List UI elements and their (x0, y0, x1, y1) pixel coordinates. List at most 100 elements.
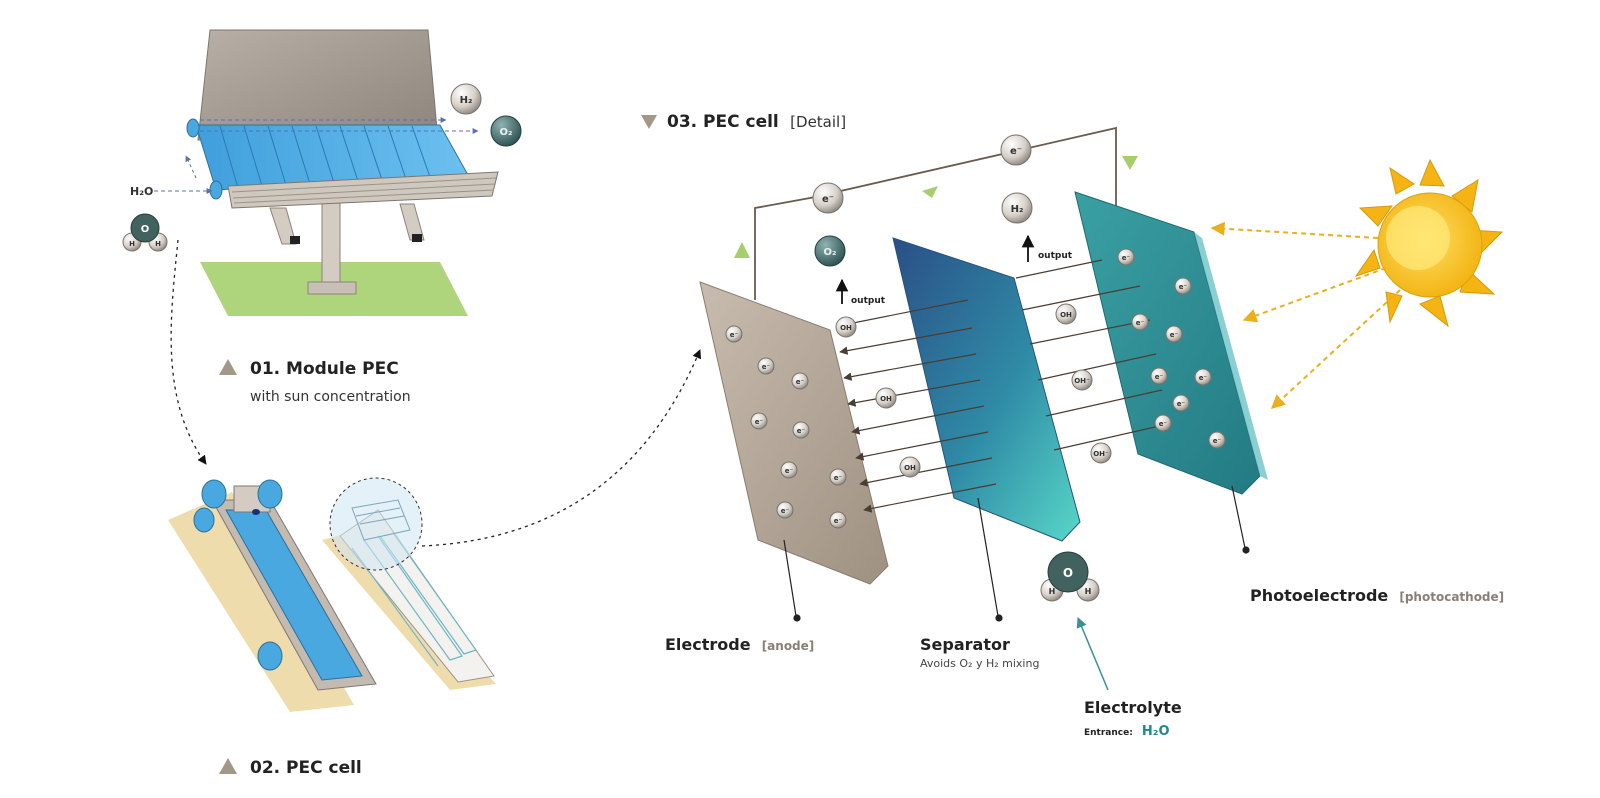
separator-label: Separator (920, 635, 1010, 654)
electrode-bracket: [anode] (762, 639, 815, 653)
electron: e⁻ (1172, 394, 1190, 412)
oh-minus-ion: OH⁻ (1071, 369, 1093, 391)
photocathode-electrons: e⁻ e⁻ e⁻ e⁻ e⁻ e⁻ e⁻ e⁻ e⁻ (1117, 248, 1226, 449)
oh-ion: OH (875, 387, 897, 409)
electrode-label: Electrode (665, 635, 751, 654)
h2-label: H₂ (1011, 204, 1024, 215)
module-water-h2-label: H (155, 240, 161, 248)
external-circuit-wire (754, 126, 1117, 300)
svg-text:OH⁻: OH⁻ (1074, 377, 1090, 385)
h2-output-label: output (1038, 251, 1073, 261)
module-o2-molecule: O₂ (490, 115, 522, 147)
electron: e⁻ (1194, 368, 1212, 386)
oh-ion: OH (835, 316, 857, 338)
section-module-heading: 01. Module PEC with sun concentration (219, 359, 411, 405)
oh-ion: OH (1055, 303, 1077, 325)
module-subtitle: with sun concentration (250, 389, 411, 405)
module-h2-molecule: H₂ (450, 83, 482, 115)
photoelectrode-label: Photoelectrode (1250, 586, 1388, 605)
electrolyte-inflow-arrow (1076, 617, 1109, 691)
electrolyte-entrance-value: H₂O (1142, 724, 1170, 739)
module-water-o-label: O (141, 224, 150, 235)
svg-text:e⁻: e⁻ (1177, 400, 1186, 408)
section-cell-heading: 02. PEC cell (219, 758, 362, 778)
svg-text:e⁻: e⁻ (1199, 374, 1208, 382)
triangle-up-icon (219, 359, 237, 375)
cell-detail-zoom (329, 477, 423, 571)
o2-output-label: output (851, 296, 886, 306)
svg-text:e⁻: e⁻ (785, 467, 794, 475)
sunlight-rays (1210, 221, 1401, 409)
module-mirror (197, 29, 439, 141)
electron: e⁻ (750, 412, 768, 430)
svg-text:e⁻: e⁻ (762, 363, 771, 371)
svg-text:e⁻: e⁻ (781, 507, 790, 515)
svg-text:e⁻: e⁻ (1213, 437, 1222, 445)
detail-title-bracket: [Detail] (790, 113, 846, 131)
ion-migration-lines (837, 259, 1169, 513)
triangle-down-icon (641, 115, 657, 129)
svg-text:OH: OH (904, 464, 916, 472)
photoelectrode-bracket: [photocathode] (1399, 590, 1504, 604)
electron: e⁻ (1208, 431, 1226, 449)
electron: e⁻ (1131, 313, 1149, 331)
electron: e⁻ (776, 501, 794, 519)
circuit-flow-arrows (734, 156, 1138, 258)
module-o2-label: O₂ (500, 127, 513, 138)
oh-ion: OH (899, 456, 921, 478)
svg-text:e⁻: e⁻ (834, 517, 843, 525)
svg-text:e⁻: e⁻ (1179, 283, 1188, 291)
hydroxide-ions: OH OH OH OH OH⁻ OH⁻ (835, 303, 1112, 478)
connector-cell-to-detail (421, 349, 702, 547)
svg-text:OH⁻: OH⁻ (1093, 450, 1109, 458)
circuit-electron-label: e⁻ (1010, 146, 1022, 157)
svg-text:OH: OH (840, 324, 852, 332)
electrolyte-water-molecule: O H H (1040, 551, 1100, 602)
svg-text:Electrode [anode]: Electrode [anode] (665, 635, 814, 654)
module-pole (321, 197, 341, 289)
svg-text:e⁻: e⁻ (755, 418, 764, 426)
detail-title: 03. PEC cell (667, 112, 779, 132)
water-h1-label: H (1049, 587, 1056, 596)
separator-plate (892, 237, 1081, 542)
electron: e⁻ (1117, 248, 1135, 266)
electron: e⁻ (780, 461, 798, 479)
o2-output: O₂ output (814, 235, 886, 306)
circuit-electron-label: e⁻ (822, 194, 834, 205)
module-water-in-label: H₂O (130, 185, 153, 198)
circuit-electron-1: e⁻ (812, 182, 844, 214)
electrolyte-entrance-label: Entrance: (1084, 728, 1133, 738)
svg-text:Entrance: H₂O: Entrance: H₂O (1084, 720, 1170, 739)
leader-lines (783, 485, 1250, 622)
electrolyte-label: Electrolyte (1084, 698, 1182, 717)
svg-text:e⁻: e⁻ (797, 427, 806, 435)
electron: e⁻ (1154, 414, 1172, 432)
svg-text:OH: OH (880, 395, 892, 403)
svg-text:e⁻: e⁻ (1155, 373, 1164, 381)
svg-text:03. PEC cell [Detail]: 03. PEC cell [Detail] (667, 112, 846, 132)
anode-electrons: e⁻ e⁻ e⁻ e⁻ e⁻ e⁻ e⁻ e⁻ e⁻ (725, 325, 847, 529)
svg-text:e⁻: e⁻ (1122, 254, 1131, 262)
section-detail-heading: 03. PEC cell [Detail] (641, 112, 846, 132)
electron: e⁻ (829, 511, 847, 529)
module-pec-illustration (154, 29, 499, 316)
electron: e⁻ (1150, 367, 1168, 385)
photocathode-plate (1074, 191, 1261, 495)
svg-text:e⁻: e⁻ (1170, 331, 1179, 339)
connector-module-to-cell (170, 239, 207, 465)
circuit-electron-2: e⁻ (1000, 134, 1032, 166)
electron: e⁻ (829, 468, 847, 486)
h2-output: H₂ output (1001, 192, 1073, 262)
module-title: 01. Module PEC (250, 359, 399, 379)
module-water-molecule: O H H (122, 213, 168, 252)
water-o-label: O (1063, 566, 1073, 580)
separator-note: Avoids O₂ y H₂ mixing (920, 657, 1039, 670)
electron: e⁻ (792, 421, 810, 439)
electron: e⁻ (725, 325, 743, 343)
pec-cell-illustration (168, 477, 496, 712)
sun-icon (1354, 158, 1504, 328)
svg-text:e⁻: e⁻ (1136, 319, 1145, 327)
svg-text:OH: OH (1060, 311, 1072, 319)
electron: e⁻ (1165, 325, 1183, 343)
